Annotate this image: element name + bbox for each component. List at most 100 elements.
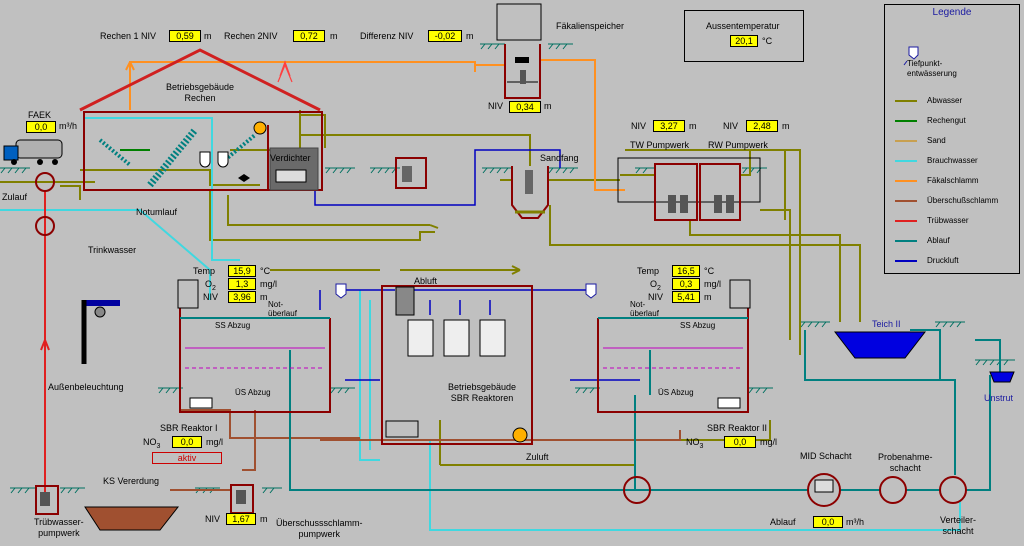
legend-label: Ablauf (927, 236, 950, 245)
rechen1-unit: m (204, 31, 212, 41)
sbr1-no3-unit: mg/l (206, 437, 224, 447)
legend-item: Druckluft (889, 255, 1017, 267)
legend-swatch (895, 200, 917, 202)
pumpwerke (617, 157, 761, 221)
legend-swatch (895, 140, 917, 142)
sbr2-label: SBR Reaktor II (707, 423, 768, 433)
sbr1-no3-label: NO3 (143, 437, 161, 450)
legend-label: Überschußschlamm (927, 196, 999, 205)
ues-niv-unit: m (260, 514, 268, 524)
legend-label: Brauchwasser (927, 156, 978, 165)
mid-schacht-label: MID Schacht (800, 451, 852, 461)
verteiler-label: Verteiler- schacht (940, 515, 977, 536)
sbr2-o2-unit: mg/l (704, 279, 722, 289)
ablauf-value: 0,0 (813, 516, 843, 528)
sbr-reactor-2-shape (597, 279, 751, 413)
faek-unit: m³/h (59, 121, 77, 131)
sbr2-temp-label: Temp (637, 266, 660, 276)
faekalienspeicher-label: Fäkalienspeicher (556, 21, 625, 31)
sbr1-temp-value: 15,9 (228, 265, 256, 277)
drain-icon (903, 46, 919, 66)
legend-swatch (895, 260, 917, 262)
legend-item: Brauchwasser (889, 155, 1017, 167)
unstrut-label: Unstrut (984, 393, 1014, 403)
sbr2-ss-abzug: SS Abzug (680, 321, 716, 330)
pipes-brauchwasser (0, 117, 961, 531)
legend-label: Fäkalschlamm (927, 176, 979, 185)
rw-pumpwerk-label: RW Pumpwerk (708, 140, 768, 150)
sbr2-o2-label: O2 (650, 279, 661, 292)
sbr2-niv-unit: m (704, 292, 712, 302)
legend-label: Abwasser (927, 96, 963, 105)
legend-swatch (895, 220, 917, 222)
legend-item: Fäkalschlamm (889, 175, 1017, 187)
differenz-unit: m (466, 31, 474, 41)
legend-item: Trübwasser (889, 215, 1017, 227)
sbr1-aktiv-indicator: aktiv (152, 452, 222, 464)
probenahme-label: Probenahme- schacht (878, 452, 933, 473)
teich2-label: Teich II (872, 319, 901, 329)
sbr-building-label: Betriebsgebäude SBR Reaktoren (448, 382, 517, 403)
sbr2-temp-unit: °C (704, 266, 715, 276)
legend-item: Ablauf (889, 235, 1017, 247)
pipes-ueberschussschlamm (170, 409, 681, 491)
sandfang-label: Sandfang (540, 153, 579, 163)
legend-item: Abwasser (889, 95, 1017, 107)
aussentemp-title: Aussentemperatur (706, 21, 780, 31)
pipes-abwasser (0, 110, 861, 466)
legend-item: Sand (889, 135, 1017, 147)
legend-title: Legende (932, 7, 972, 18)
sbr1-temp-label: Temp (193, 266, 216, 276)
sbr2-us-abzug: ÜS Abzug (658, 388, 694, 397)
faekal-niv-unit: m (544, 101, 552, 111)
legend-label: Trübwasser (927, 216, 969, 225)
verdichter-label: Verdichter (270, 153, 311, 163)
drain-icons (335, 283, 597, 299)
ablauf-label: Ablauf (770, 517, 796, 527)
faekalienspeicher-tank (496, 3, 542, 99)
aussentemp-value: 20,1 (730, 35, 758, 47)
abluft-label: Abluft (414, 276, 438, 286)
faek-label: FAEK (28, 110, 52, 120)
aussentemp-unit: °C (762, 36, 773, 46)
lamp-shape (81, 300, 120, 364)
legend-label: Rechengut (927, 116, 966, 125)
sbr-reactor-1-shape (177, 279, 331, 413)
tw-pumpwerk-label: TW Pumpwerk (630, 140, 690, 150)
legend-label: Druckluft (927, 256, 959, 265)
legend-item: Tiefpunkt- entwässerung (889, 45, 1017, 79)
rw-niv-label: NIV (723, 121, 739, 131)
rechen1-value: 0,59 (169, 30, 201, 42)
truebwasser-pw-label: Trübwasser- pumpwerk (34, 517, 84, 538)
rechen1-label: Rechen 1 NIV (100, 31, 157, 41)
mid-pump (395, 157, 427, 189)
sbr2-no3-unit: mg/l (760, 437, 778, 447)
manholes (35, 172, 967, 507)
legend-item: Überschußschlamm (889, 195, 1017, 207)
legend-swatch (895, 120, 917, 122)
pipes-truebwasser (40, 190, 50, 501)
mid-meter (814, 479, 834, 493)
ues-niv-label: NIV (205, 514, 221, 524)
faek-value: 0,0 (26, 121, 56, 133)
differenz-value: -0,02 (428, 30, 462, 42)
sbr1-us-abzug: ÜS Abzug (235, 388, 271, 397)
ks-vererdung-label: KS Vererdung (103, 476, 160, 486)
sbr1-niv-value: 3,96 (228, 291, 256, 303)
sbr1-o2-unit: mg/l (260, 279, 278, 289)
faekal-niv-value: 0,34 (509, 101, 541, 113)
sbr1-temp-unit: °C (260, 266, 271, 276)
sbr1-o2-value: 1,3 (228, 278, 256, 290)
trinkwasser-label: Trinkwasser (88, 245, 137, 255)
sbr2-no3-label: NO3 (686, 437, 704, 450)
rechen2-label: Rechen 2NIV (224, 31, 278, 41)
ks-vererdung-shape (84, 506, 180, 531)
legend-panel: Legende Tiefpunkt- entwässerung Abwasser… (884, 4, 1020, 274)
sbr1-o2-label: O2 (205, 279, 216, 292)
aussentemp-box (684, 10, 804, 62)
sandfang-tank (511, 166, 549, 219)
sbr2-no3-value: 0,0 (724, 436, 756, 448)
legend-swatch (895, 100, 917, 102)
differenz-label: Differenz NIV (360, 31, 414, 41)
